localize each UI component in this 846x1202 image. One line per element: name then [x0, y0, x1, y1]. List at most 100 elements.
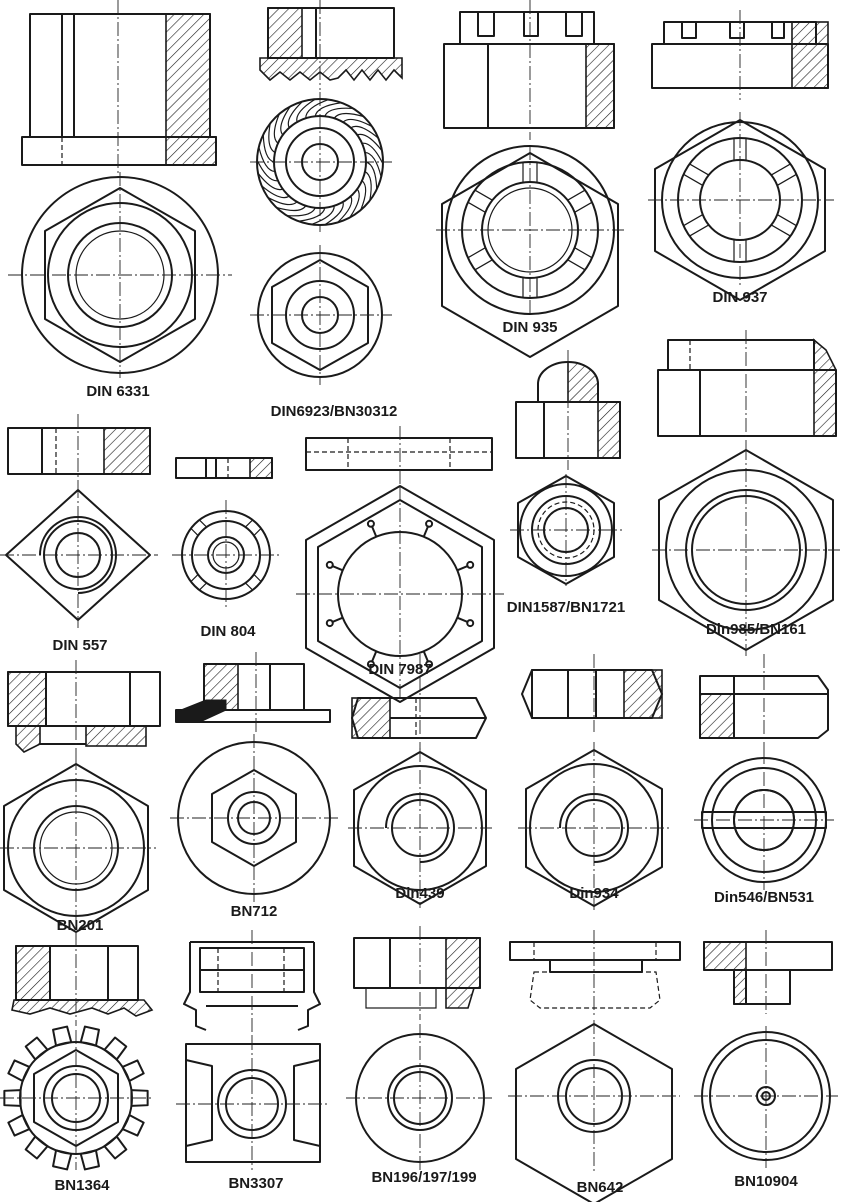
flange-serration	[257, 172, 283, 191]
flange-serration	[365, 161, 378, 190]
lock-tab-end	[325, 619, 334, 628]
label-bn196-197-199: BN196/197/199	[371, 1169, 476, 1186]
bn642-drawing	[508, 930, 681, 1202]
castle-slot-edge	[253, 527, 262, 536]
bn196-197-199-drawing	[346, 926, 494, 1172]
castle-slot-edge	[771, 224, 791, 237]
flange-serration	[349, 188, 360, 218]
din-7987-drawing	[296, 426, 504, 703]
flange-serration	[268, 123, 276, 153]
castle-slot-edge	[574, 201, 593, 213]
label-bn201: BN201	[57, 917, 104, 934]
castle-slot-edge	[683, 173, 703, 186]
lock-tab-end	[366, 519, 375, 528]
castle-slot-edge	[574, 247, 593, 259]
flange-serration	[361, 142, 384, 165]
flange-serration	[296, 98, 316, 123]
castle-slot-edge	[467, 247, 486, 259]
flange-serration	[273, 113, 280, 144]
din-557-drawing	[0, 414, 158, 628]
castle-slot-edge	[245, 582, 254, 591]
castle-slot-edge	[245, 519, 254, 528]
bn1364-drawing	[0, 932, 154, 1171]
lock-tab-end	[325, 560, 334, 569]
flange-serration	[305, 99, 329, 119]
castle-slot-edge	[689, 224, 709, 237]
flange-serration	[350, 125, 379, 139]
lock-tab	[422, 525, 430, 538]
flange-serration	[337, 195, 353, 223]
flange-serration	[261, 185, 290, 199]
flange-serration	[311, 205, 335, 225]
din-804-drawing	[172, 457, 282, 610]
din439-drawing	[348, 654, 492, 908]
flange-serration	[333, 112, 364, 119]
bn3307-drawing	[176, 930, 330, 1170]
flange-serration	[342, 118, 373, 128]
label-bn1364: BN1364	[54, 1177, 110, 1194]
label-din546-bn531: Din546/BN531	[714, 889, 814, 906]
label-din-6331: DIN 6331	[86, 383, 149, 400]
castle-slot-edge	[567, 259, 586, 271]
din-935-drawing	[436, 0, 624, 358]
flange-serration	[324, 107, 354, 117]
lock-washer-tooth	[103, 1135, 128, 1160]
flange-serration	[360, 180, 367, 211]
label-din439: Din439	[395, 885, 444, 902]
lock-tab-end	[425, 519, 434, 528]
castle-slot-edge	[190, 574, 199, 583]
din6923-bn30312-drawing	[250, 0, 403, 385]
label-din1587-bn1721: DIN1587/BN1721	[507, 599, 625, 616]
castle-slot-edge	[777, 173, 797, 186]
flange-serration	[287, 101, 303, 129]
flange-serration	[286, 207, 316, 217]
flange-serration	[364, 151, 382, 178]
bn712-drawing	[170, 652, 338, 902]
bn201-drawing	[0, 660, 161, 940]
din985-bn161-drawing	[652, 330, 840, 656]
lock-tab-end	[466, 560, 475, 569]
lock-tab-end	[425, 660, 434, 669]
label-din-804: DIN 804	[200, 623, 256, 640]
castle-slot-edge	[198, 582, 207, 591]
castle-slot-edge	[198, 519, 207, 528]
flange-serration	[267, 196, 298, 206]
lock-tab	[422, 650, 430, 663]
castle-slot-edge	[467, 201, 486, 213]
label-din-557: DIN 557	[52, 637, 107, 654]
label-bn3307: BN3307	[228, 1175, 283, 1192]
din-937-drawing	[648, 10, 834, 301]
castle-slot-edge	[777, 214, 797, 227]
label-din-935: DIN 935	[502, 319, 557, 336]
label-din-7987: DIN 7987	[368, 661, 431, 678]
flange-serration	[256, 159, 279, 182]
flange-serration	[364, 171, 372, 201]
label-din985-bn161: Din985/BN161	[706, 621, 806, 638]
label-bn642: BN642	[577, 1179, 624, 1196]
din934-drawing	[518, 654, 670, 912]
din546-bn531-drawing	[694, 654, 834, 890]
castle-slot-edge	[689, 163, 709, 176]
castle-slot-edge	[771, 163, 791, 176]
lock-tab-end	[466, 619, 475, 628]
flange-serration	[276, 205, 307, 212]
bn10904-drawing	[694, 930, 838, 1168]
lock-washer-tooth	[24, 1135, 49, 1160]
lock-tab	[370, 650, 378, 663]
castle-slot-edge	[253, 574, 262, 583]
label-bn10904: BN10904	[734, 1173, 798, 1190]
flange-serration	[280, 106, 291, 136]
lock-washer-tooth	[103, 1036, 128, 1061]
flange-serration	[262, 134, 275, 163]
lock-washer-tooth	[24, 1036, 49, 1061]
castle-slot-edge	[567, 189, 586, 201]
label-din-937: DIN 937	[712, 289, 767, 306]
din-6331-drawing	[8, 0, 232, 378]
castle-slot-edge	[474, 189, 493, 201]
castle-slot-edge	[683, 214, 703, 227]
label-din6923-bn30312: DIN6923/BN30312	[271, 403, 398, 420]
castle-slot-edge	[190, 527, 199, 536]
castle-slot-edge	[474, 259, 493, 271]
din1587-bn1721-drawing	[510, 350, 622, 586]
